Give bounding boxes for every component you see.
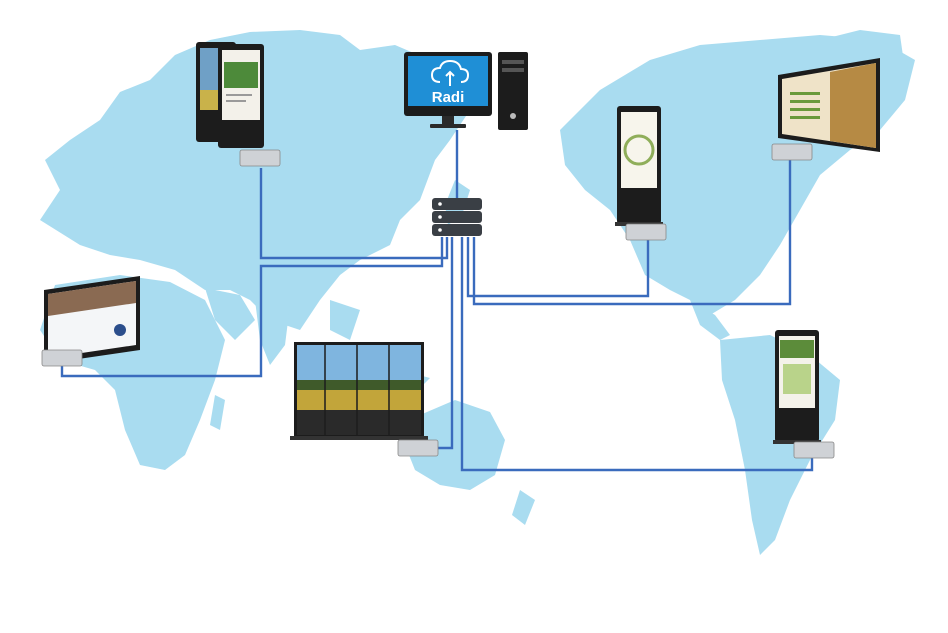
player-box <box>42 350 82 366</box>
brand-logo-text: Radi <box>432 89 465 106</box>
switch-led-icon <box>438 202 442 206</box>
kiosk-screen-map <box>783 364 811 394</box>
display-list-item <box>790 108 820 111</box>
pc-power-icon <box>510 113 516 119</box>
video-wall-field <box>297 390 421 410</box>
pc-tower-drive-2 <box>502 68 524 72</box>
pc-tower-drive <box>502 60 524 64</box>
monitor-stand <box>442 116 454 124</box>
monitor-base <box>430 124 466 128</box>
switch-led-icon <box>438 228 442 232</box>
kiosk-front-text-line <box>226 94 252 96</box>
switch-led-icon <box>438 215 442 219</box>
kiosk-screen-photo <box>780 340 814 358</box>
display-screen-badge-icon <box>114 324 126 336</box>
display-list-item <box>790 116 820 119</box>
player-box <box>772 144 812 160</box>
landmass-madagascar <box>210 395 225 430</box>
landmass-new-zealand <box>512 490 535 525</box>
video-wall-trees <box>297 380 421 390</box>
player-box <box>398 440 438 456</box>
display-list-item <box>790 100 820 103</box>
video-wall-bottom <box>297 410 421 435</box>
network-switch <box>432 198 482 236</box>
landmass-se-asia <box>330 300 360 340</box>
player-box <box>794 442 834 458</box>
video-wall-base <box>290 436 428 440</box>
video-wall-display <box>290 342 438 456</box>
kiosk-front-text-line <box>226 100 246 102</box>
kiosk-front-photo <box>224 62 258 88</box>
player-box <box>626 224 666 240</box>
display-screen-photo <box>830 63 876 148</box>
player-box <box>240 150 280 166</box>
link-north-america <box>468 237 648 296</box>
standing-kiosk <box>615 106 666 240</box>
display-list-item <box>790 92 820 95</box>
